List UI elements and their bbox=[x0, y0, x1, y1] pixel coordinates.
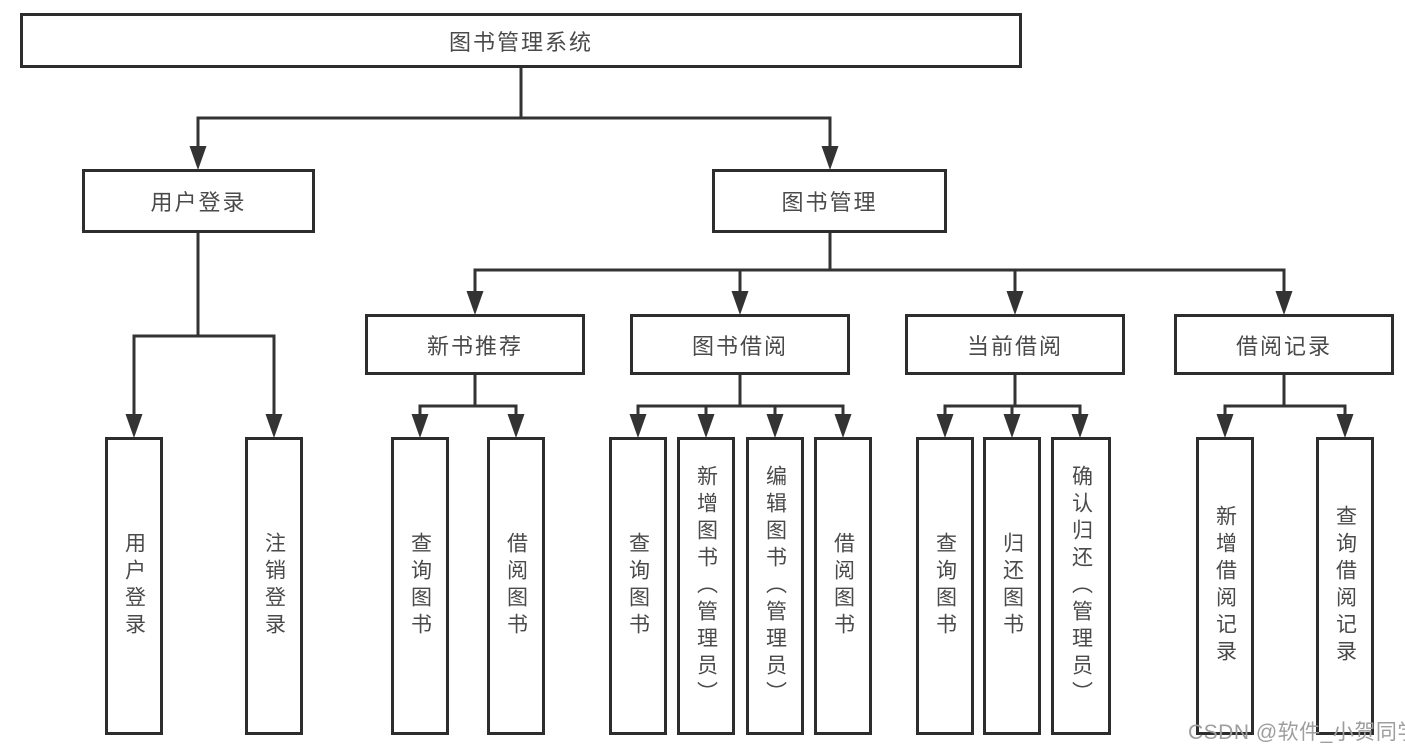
node-borrowing-records: 借阅记录 bbox=[1174, 314, 1394, 375]
leaf-query-books-current: 查询图书 bbox=[916, 437, 974, 735]
node-label: 用户登录 bbox=[122, 532, 146, 640]
node-label: 查询图书 bbox=[933, 532, 957, 640]
leaf-query-borrow-record: 查询借阅记录 bbox=[1316, 437, 1374, 735]
node-label: 确认归还（管理员） bbox=[1069, 464, 1093, 708]
node-label: 查询图书 bbox=[626, 532, 650, 640]
node-book-management: 图书管理 bbox=[712, 169, 947, 233]
leaf-return-books: 归还图书 bbox=[983, 437, 1041, 735]
node-label: 新增图书（管理员） bbox=[694, 464, 718, 708]
node-label: 用户登录 bbox=[150, 190, 247, 215]
leaf-borrow-books-recommend: 借阅图书 bbox=[487, 437, 545, 735]
node-user-login: 用户登录 bbox=[82, 169, 315, 233]
leaf-query-books-borrowing: 查询图书 bbox=[609, 437, 667, 735]
node-label: 注销登录 bbox=[262, 532, 286, 640]
node-label: 查询图书 bbox=[408, 532, 432, 640]
leaf-logout: 注销登录 bbox=[245, 437, 303, 735]
leaf-query-books-recommend: 查询图书 bbox=[391, 437, 449, 735]
leaf-add-books-admin: 新增图书（管理员） bbox=[677, 437, 735, 735]
csdn-watermark: CSDN @软件_小贺同学 bbox=[1188, 721, 1405, 744]
node-label: 图书管理系统 bbox=[448, 29, 593, 55]
node-label: 编辑图书（管理员） bbox=[763, 464, 787, 708]
node-label: 新书推荐 bbox=[426, 333, 523, 359]
leaf-borrow-books: 借阅图书 bbox=[814, 437, 872, 735]
node-label: 图书借阅 bbox=[691, 333, 788, 359]
node-new-book-recommendation: 新书推荐 bbox=[365, 314, 585, 375]
node-current-borrowing: 当前借阅 bbox=[905, 314, 1125, 375]
leaf-confirm-return-admin: 确认归还（管理员） bbox=[1051, 437, 1111, 735]
node-book-borrowing: 图书借阅 bbox=[630, 314, 850, 375]
node-label: 查询借阅记录 bbox=[1333, 505, 1357, 667]
node-label: 借阅记录 bbox=[1235, 333, 1332, 359]
node-label: 借阅图书 bbox=[831, 532, 855, 640]
node-library-management-system: 图书管理系统 bbox=[20, 13, 1022, 68]
leaf-edit-books-admin: 编辑图书（管理员） bbox=[746, 437, 804, 735]
node-label: 图书管理 bbox=[781, 190, 878, 215]
node-label: 归还图书 bbox=[1000, 532, 1024, 640]
node-label: 借阅图书 bbox=[504, 532, 528, 640]
leaf-user-login: 用户登录 bbox=[105, 437, 163, 735]
node-label: 当前借阅 bbox=[966, 333, 1063, 359]
node-label: 新增借阅记录 bbox=[1213, 505, 1237, 667]
leaf-add-borrow-record: 新增借阅记录 bbox=[1196, 437, 1254, 735]
